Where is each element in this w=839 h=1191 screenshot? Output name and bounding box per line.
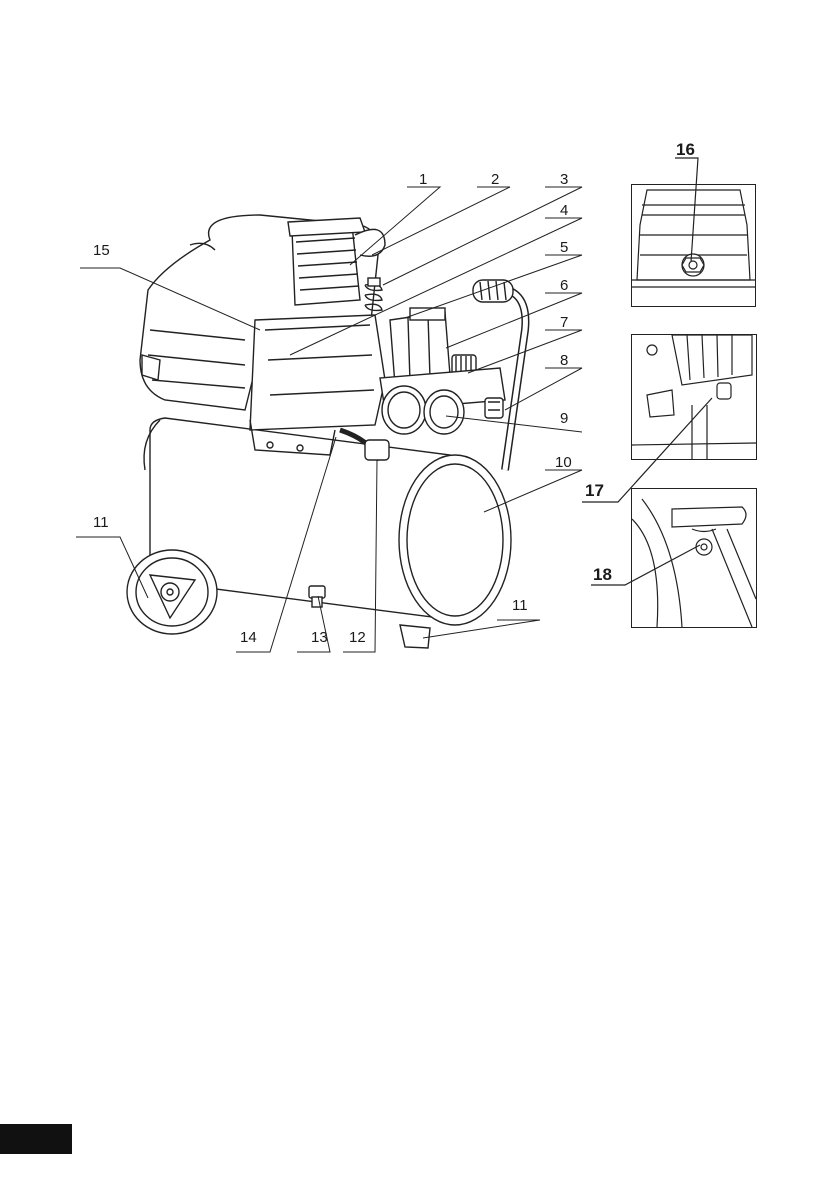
callout-17: 17 <box>585 482 604 499</box>
callout-13: 13 <box>311 630 328 645</box>
callout-16: 16 <box>676 141 695 158</box>
callout-6: 6 <box>560 278 568 293</box>
callout-3: 3 <box>560 172 568 187</box>
page-tab-marker <box>0 1124 72 1154</box>
inset-leader-lines <box>0 0 839 700</box>
callout-5: 5 <box>560 240 568 255</box>
callout-1: 1 <box>419 172 427 187</box>
callout-14: 14 <box>240 630 257 645</box>
callout-11-wheel: 11 <box>93 515 109 530</box>
callout-18: 18 <box>593 566 612 583</box>
callout-12: 12 <box>349 630 366 645</box>
callout-11-foot: 11 <box>512 598 528 613</box>
callout-9: 9 <box>560 411 568 426</box>
callout-8: 8 <box>560 353 568 368</box>
callout-10: 10 <box>555 455 572 470</box>
callout-4: 4 <box>560 203 568 218</box>
callout-15: 15 <box>93 243 110 258</box>
callout-2: 2 <box>491 172 499 187</box>
callout-7: 7 <box>560 315 568 330</box>
